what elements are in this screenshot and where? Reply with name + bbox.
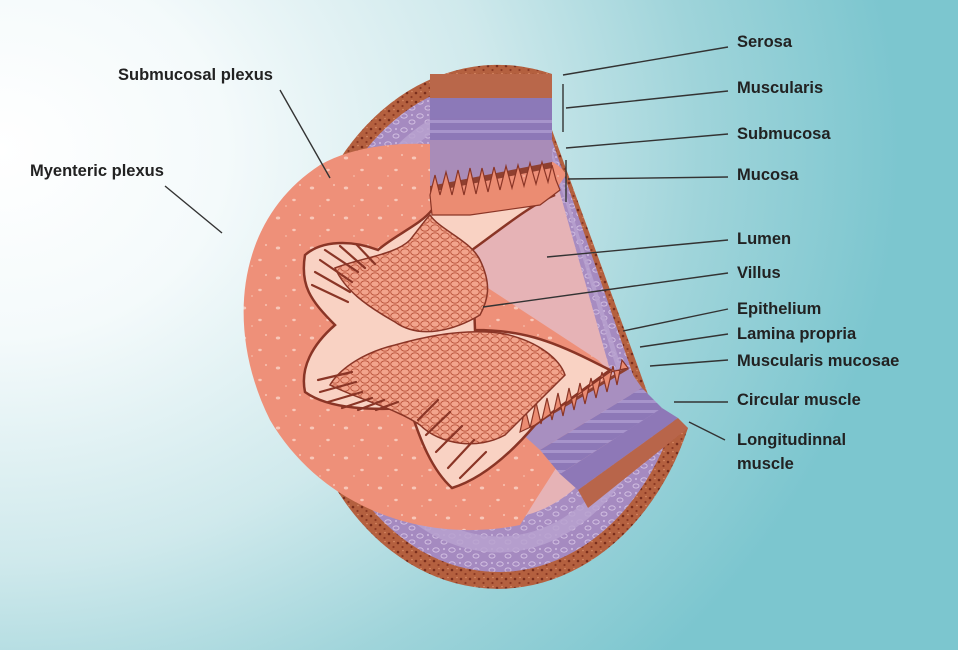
label-mucosa: Mucosa bbox=[737, 166, 799, 184]
bottom-cut-serosa bbox=[578, 418, 688, 508]
villus-mass-lower bbox=[328, 331, 566, 445]
label-submucosal-plexus: Submucosal plexus bbox=[118, 66, 273, 84]
top-cut-submucosa bbox=[430, 140, 552, 190]
label-serosa: Serosa bbox=[737, 33, 793, 51]
bottom-cut-submucosa bbox=[520, 368, 642, 450]
label-lumen: Lumen bbox=[737, 230, 792, 248]
leader-lines bbox=[164, 46, 729, 441]
villi-left bbox=[310, 242, 488, 480]
top-cut-circular bbox=[430, 118, 552, 140]
label-muscularis-mucosae: Muscularis mucosae bbox=[737, 352, 900, 370]
label-muscularis: Muscularis bbox=[737, 79, 824, 97]
label-epithelium: Epithelium bbox=[737, 300, 822, 318]
villi-fringe-top bbox=[429, 159, 561, 216]
bottom-cut-longitudinal bbox=[560, 408, 678, 490]
leader-villus bbox=[482, 272, 729, 308]
leader-muscularis-mucosae bbox=[649, 359, 729, 367]
leader-serosa bbox=[562, 46, 729, 76]
leader-longitudinal-muscle bbox=[688, 421, 726, 441]
top-cut-serosa bbox=[430, 74, 552, 98]
villus-mass-upper bbox=[333, 213, 489, 333]
leader-muscularis bbox=[565, 90, 729, 109]
label-circular-muscle: Circular muscle bbox=[737, 391, 861, 409]
bottom-cut-circular bbox=[540, 388, 662, 474]
leader-lumen bbox=[546, 239, 729, 258]
leader-submucosal-plexus bbox=[279, 89, 331, 179]
leader-lamina-propria bbox=[639, 333, 729, 348]
leader-submucosa bbox=[565, 133, 729, 149]
top-cut-longitudinal bbox=[430, 98, 552, 118]
leader-myenteric-plexus bbox=[164, 185, 223, 234]
leader-epithelium bbox=[622, 308, 729, 332]
label-submucosa: Submucosa bbox=[737, 125, 831, 143]
villi-fringe-bottom bbox=[519, 358, 630, 434]
label-myenteric-plexus: Myenteric plexus bbox=[30, 162, 164, 180]
label-longitudinal-muscle: Longitudinnal muscle bbox=[737, 431, 847, 473]
label-lamina-propria: Lamina propria bbox=[737, 325, 857, 343]
label-villus: Villus bbox=[737, 264, 781, 282]
leader-mucosa bbox=[567, 176, 729, 180]
